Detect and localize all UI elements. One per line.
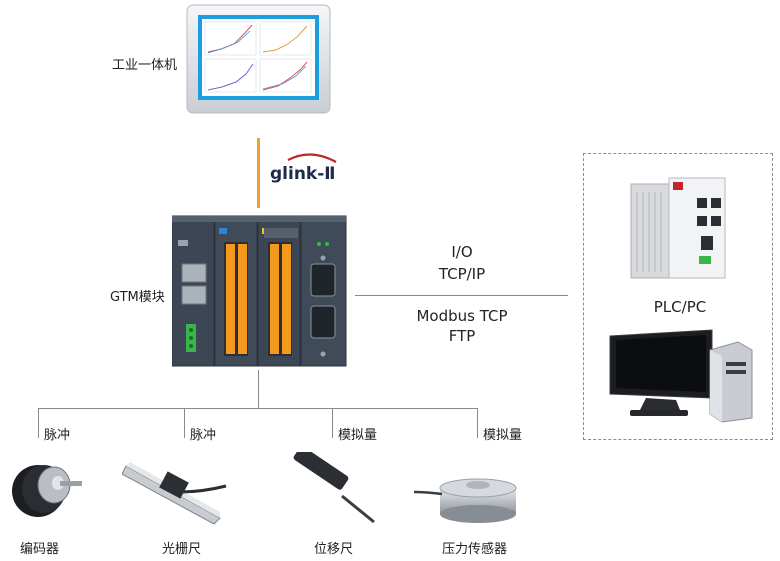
sensor-label-linear-scale: 光栅尺 <box>162 542 202 557</box>
signal-label-pulse-2: 脉冲 <box>190 428 217 443</box>
plc-image <box>627 174 729 282</box>
linear-scale-image <box>121 452 230 528</box>
gtm-module-label: GTM模块 <box>110 290 165 305</box>
gtm-down-line <box>258 370 259 408</box>
panel-pc-label: 工业一体机 <box>112 58 178 73</box>
fanout-drop-4 <box>477 408 478 438</box>
plc-pc-label: PLC/PC <box>653 298 707 316</box>
fanout-drop-3 <box>332 408 333 438</box>
desktop-pc-image <box>606 328 756 424</box>
load-cell-image <box>412 470 522 526</box>
glink-logo <box>266 150 346 190</box>
glink-bus-line <box>257 138 260 208</box>
displacement-sensor-image <box>282 446 382 528</box>
sensor-label-encoder: 编码器 <box>20 542 60 557</box>
gtm-module-image <box>171 214 348 368</box>
sensor-label-pressure: 压力传感器 <box>442 542 508 557</box>
fanout-drop-1 <box>38 408 39 438</box>
protocol-tcpip: TCP/IP <box>438 265 486 283</box>
encoder-image <box>4 455 86 525</box>
protocol-ftp: FTP <box>448 327 476 345</box>
protocol-io: I/O <box>451 243 473 261</box>
fanout-drop-2 <box>184 408 185 438</box>
signal-label-analog-1: 模拟量 <box>338 428 378 443</box>
signal-label-analog-2: 模拟量 <box>483 428 523 443</box>
signal-label-pulse-1: 脉冲 <box>44 428 71 443</box>
ethernet-link-line <box>355 295 568 296</box>
panel-pc-image <box>186 4 331 114</box>
sensor-label-displacement: 位移尺 <box>314 542 354 557</box>
plc-pc-group <box>583 153 773 440</box>
glink-label: glink-Ⅱ <box>270 164 336 184</box>
fanout-horizontal-line <box>38 408 478 409</box>
protocol-modbus-tcp: Modbus TCP <box>416 307 508 325</box>
